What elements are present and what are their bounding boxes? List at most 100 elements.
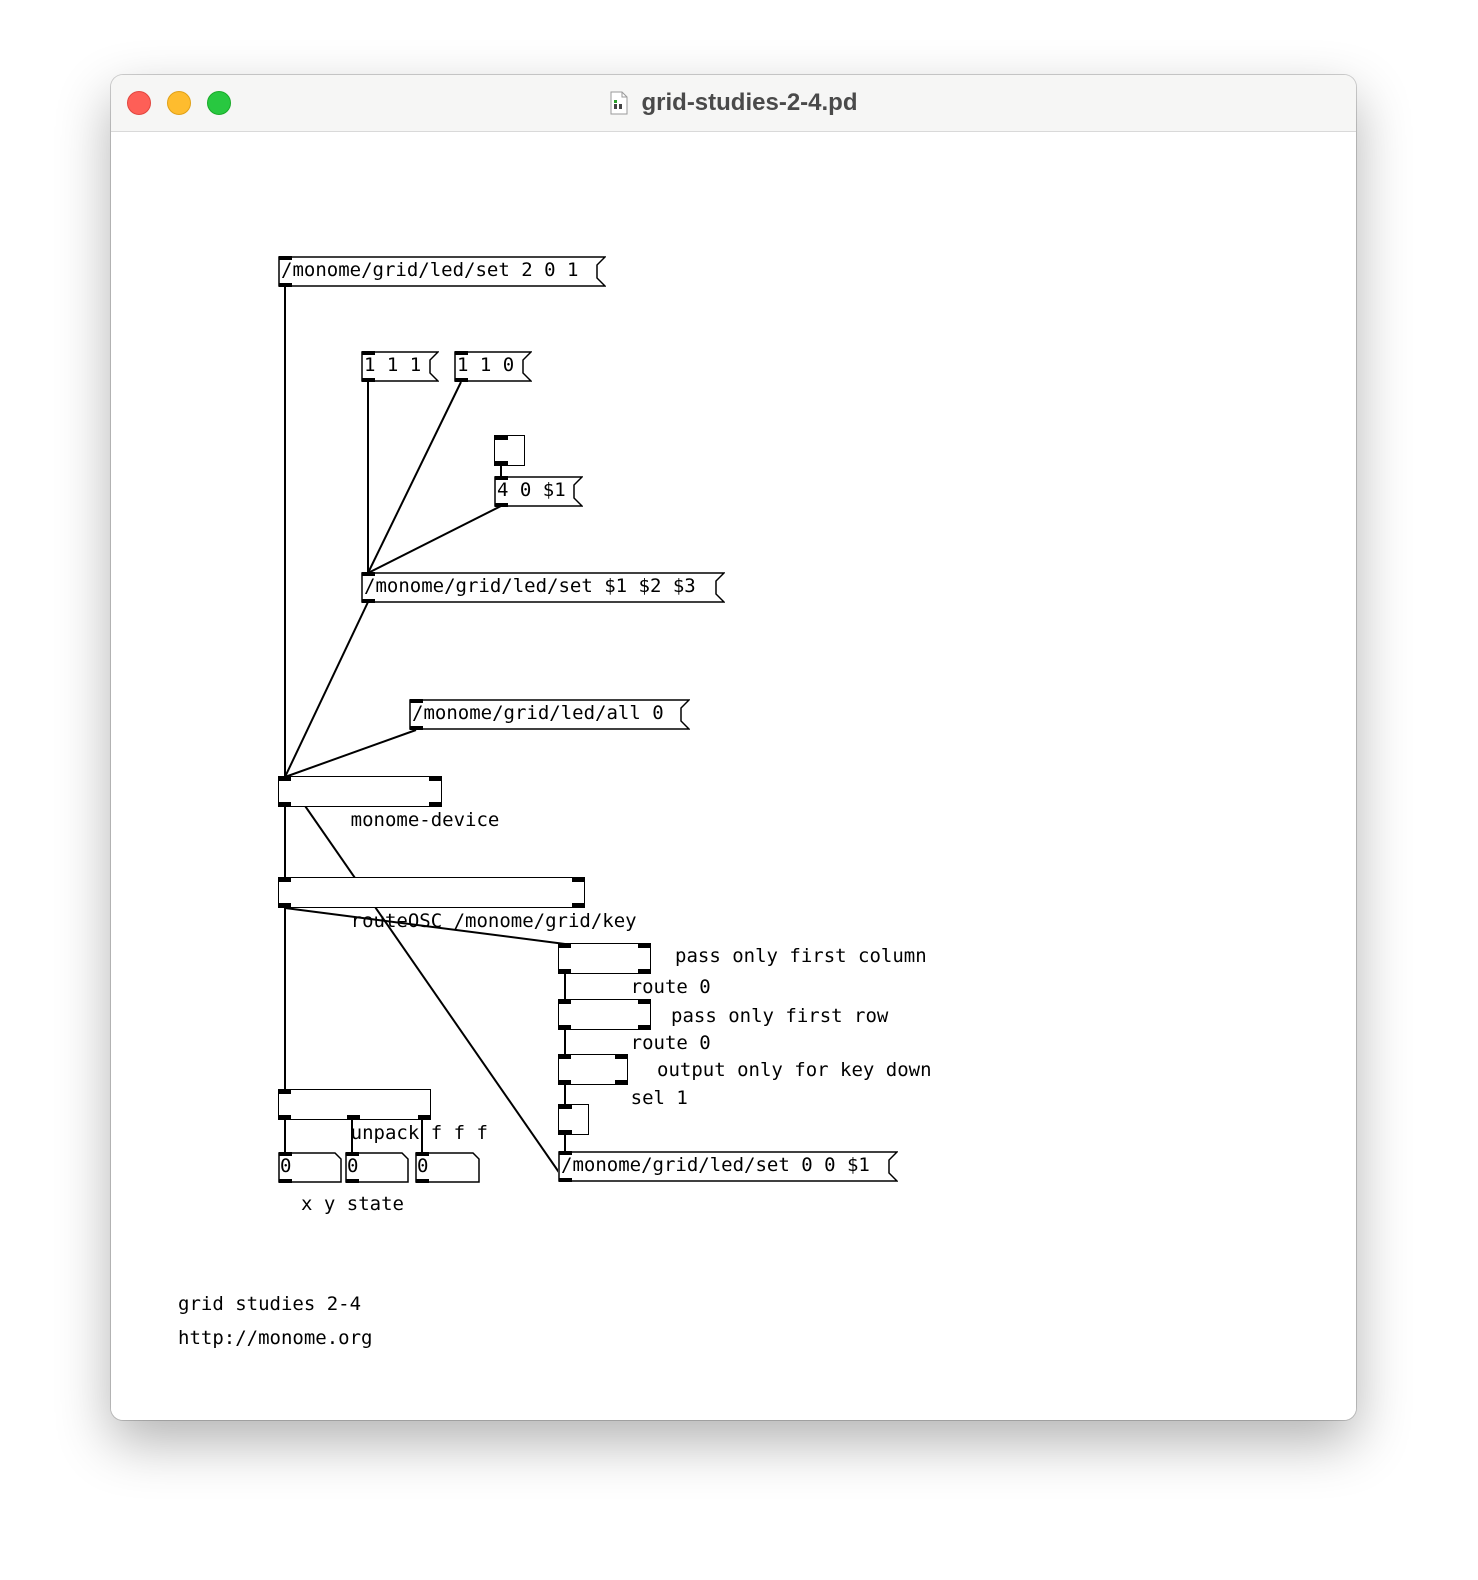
outlet[interactable] bbox=[638, 969, 651, 973]
message-text: /monome/grid/led/set 2 0 1 bbox=[281, 259, 579, 281]
message-text: /monome/grid/led/all 0 bbox=[412, 702, 664, 724]
outlet[interactable] bbox=[347, 1115, 360, 1119]
outlet[interactable] bbox=[418, 1115, 431, 1119]
toggle[interactable] bbox=[494, 435, 525, 466]
patch-cord[interactable] bbox=[284, 776, 566, 1182]
inlet[interactable] bbox=[362, 351, 375, 355]
number-atom-x[interactable]: 0 bbox=[278, 1152, 342, 1183]
patch-cord[interactable] bbox=[284, 601, 369, 778]
message-text: 1 1 1 bbox=[364, 354, 422, 376]
object-route-column[interactable]: route 0 bbox=[558, 943, 711, 998]
outlet[interactable] bbox=[559, 1130, 572, 1134]
number-atom-state[interactable]: 0 bbox=[415, 1152, 480, 1183]
object-monome-device[interactable]: monome-device bbox=[278, 776, 499, 831]
message-1-1-1[interactable]: 1 1 1 bbox=[361, 351, 439, 382]
inlet[interactable] bbox=[278, 1090, 291, 1094]
object-text: route 0 bbox=[630, 976, 711, 998]
inlet[interactable] bbox=[279, 1152, 292, 1156]
title-bar[interactable]: grid-studies-2-4.pd bbox=[111, 75, 1356, 132]
object-text: monome-device bbox=[350, 809, 500, 831]
close-window-button[interactable] bbox=[127, 91, 151, 115]
inlet[interactable] bbox=[558, 944, 571, 948]
outlet[interactable] bbox=[495, 461, 508, 465]
outlet[interactable] bbox=[572, 903, 585, 907]
object-text: route 0 bbox=[630, 1032, 711, 1054]
number-atom-y[interactable]: 0 bbox=[345, 1152, 409, 1183]
inlet[interactable] bbox=[346, 1152, 359, 1156]
patch-cord[interactable] bbox=[367, 505, 502, 574]
object-unpack[interactable]: unpack f f f bbox=[278, 1089, 488, 1144]
outlet[interactable] bbox=[416, 1179, 429, 1183]
bang-button[interactable] bbox=[558, 1104, 589, 1135]
inlet[interactable] bbox=[362, 572, 375, 576]
pd-document-icon bbox=[610, 91, 628, 115]
inlet[interactable] bbox=[638, 1000, 651, 1004]
object-text: routeOSC /monome/grid/key bbox=[350, 910, 637, 932]
inlet[interactable] bbox=[278, 878, 291, 882]
outlet[interactable] bbox=[346, 1179, 359, 1183]
inlet[interactable] bbox=[572, 878, 585, 882]
outlet[interactable] bbox=[558, 969, 571, 973]
outlet[interactable] bbox=[455, 378, 468, 382]
outlet[interactable] bbox=[362, 599, 375, 603]
inlet[interactable] bbox=[559, 1105, 572, 1109]
outlet[interactable] bbox=[278, 903, 291, 907]
inlet[interactable] bbox=[615, 1055, 628, 1059]
message-text: /monome/grid/led/set 0 0 $1 bbox=[561, 1154, 870, 1176]
message-led-set-2-0-1[interactable]: /monome/grid/led/set 2 0 1 bbox=[278, 256, 606, 287]
comment-footer-url: http://monome.org bbox=[178, 1327, 373, 1349]
outlet[interactable] bbox=[559, 1178, 572, 1182]
message-led-set-0-0-var[interactable]: /monome/grid/led/set 0 0 $1 bbox=[558, 1151, 898, 1182]
comment-footer-title: grid studies 2-4 bbox=[178, 1293, 362, 1315]
outlet[interactable] bbox=[558, 1025, 571, 1029]
comment-first-column: pass only first column bbox=[675, 945, 927, 967]
message-led-set-vars[interactable]: /monome/grid/led/set $1 $2 $3 bbox=[361, 572, 725, 603]
object-text: sel 1 bbox=[630, 1087, 688, 1109]
pd-patch-window: grid-studies-2-4.pd bbox=[111, 75, 1356, 1420]
object-routeosc[interactable]: routeOSC /monome/grid/key bbox=[278, 877, 637, 932]
object-sel[interactable]: sel 1 bbox=[558, 1054, 688, 1109]
inlet[interactable] bbox=[279, 256, 292, 260]
outlet[interactable] bbox=[495, 503, 508, 507]
outlet[interactable] bbox=[362, 378, 375, 382]
inlet[interactable] bbox=[495, 476, 508, 480]
inlet[interactable] bbox=[410, 699, 423, 703]
comment-xy-state: x y state bbox=[301, 1193, 404, 1215]
inlet[interactable] bbox=[559, 1151, 572, 1155]
object-text: unpack f f f bbox=[350, 1122, 488, 1144]
outlet[interactable] bbox=[429, 802, 442, 806]
window-title: grid-studies-2-4.pd bbox=[641, 89, 858, 116]
patch-cord[interactable] bbox=[367, 381, 462, 574]
minimize-window-button[interactable] bbox=[167, 91, 191, 115]
number-value: 0 bbox=[347, 1155, 359, 1177]
inlet[interactable] bbox=[416, 1152, 429, 1156]
message-text: 4 0 $1 bbox=[497, 479, 566, 501]
inlet[interactable] bbox=[429, 777, 442, 781]
comment-key-down: output only for key down bbox=[657, 1059, 932, 1081]
outlet[interactable] bbox=[615, 1080, 628, 1084]
outlet[interactable] bbox=[638, 1025, 651, 1029]
comment-first-row: pass only first row bbox=[671, 1005, 889, 1027]
outlet[interactable] bbox=[278, 1115, 291, 1119]
outlet[interactable] bbox=[410, 726, 423, 730]
outlet[interactable] bbox=[558, 1080, 571, 1084]
outlet[interactable] bbox=[279, 1179, 292, 1183]
outlet[interactable] bbox=[279, 283, 292, 287]
patch-canvas[interactable]: /monome/grid/led/set 2 0 1 1 1 1 1 1 0 4 bbox=[111, 132, 1356, 1420]
patch-cord[interactable] bbox=[284, 729, 417, 778]
outlet[interactable] bbox=[278, 802, 291, 806]
inlet[interactable] bbox=[638, 944, 651, 948]
inlet[interactable] bbox=[495, 436, 508, 440]
zoom-window-button[interactable] bbox=[207, 91, 231, 115]
message-1-1-0[interactable]: 1 1 0 bbox=[454, 351, 532, 382]
message-led-all-0[interactable]: /monome/grid/led/all 0 bbox=[409, 699, 690, 730]
inlet[interactable] bbox=[278, 777, 291, 781]
number-value: 0 bbox=[417, 1155, 429, 1177]
message-text: /monome/grid/led/set $1 $2 $3 bbox=[364, 575, 696, 597]
inlet[interactable] bbox=[558, 1000, 571, 1004]
patch-cord[interactable] bbox=[284, 907, 566, 945]
inlet[interactable] bbox=[558, 1055, 571, 1059]
message-4-0-var[interactable]: 4 0 $1 bbox=[494, 476, 583, 507]
object-route-row[interactable]: route 0 bbox=[558, 999, 711, 1054]
inlet[interactable] bbox=[455, 351, 468, 355]
